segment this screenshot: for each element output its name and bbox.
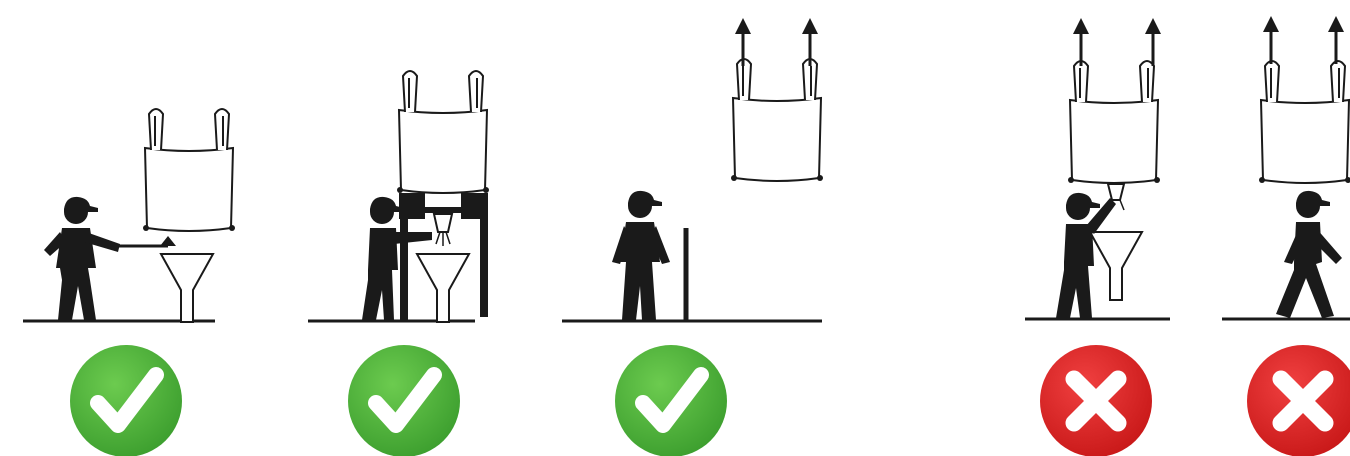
panel-walking-under-suspended-bag [1222,16,1350,456]
check-icon [70,345,182,456]
funnel-icon [1090,232,1142,300]
worker-figure [612,191,670,320]
bulk-bag-icon [1068,61,1160,183]
panel-frame-supported-discharge [308,71,489,456]
panel-under-suspended-bag-reaching [1025,18,1170,456]
bulk-bag-icon [1259,61,1350,183]
cross-icon [1040,345,1152,456]
product-flow [436,232,450,246]
panel-behind-barrier [562,18,823,456]
funnel-icon [161,254,213,322]
lift-arrow-icon [1145,18,1161,66]
walking-worker-figure [1276,191,1342,318]
bag-spout [1108,184,1124,200]
funnel-icon [417,254,469,322]
lift-arrow-icon [1328,16,1344,64]
lift-arrow-icon [802,18,818,66]
lift-arrow-icon [1073,18,1089,66]
check-icon [615,345,727,456]
bag-spout [434,214,452,232]
bulk-bag-icon [731,59,823,181]
bulk-bag-icon [143,109,235,231]
pole-tip [160,236,176,246]
bulk-bag-icon [397,71,489,193]
panel-manual-discharge [23,109,235,456]
worker-figure [44,197,120,320]
check-icon [348,345,460,456]
lift-arrow-icon [735,18,751,66]
cross-icon [1247,345,1350,456]
lift-arrow-icon [1263,16,1279,64]
